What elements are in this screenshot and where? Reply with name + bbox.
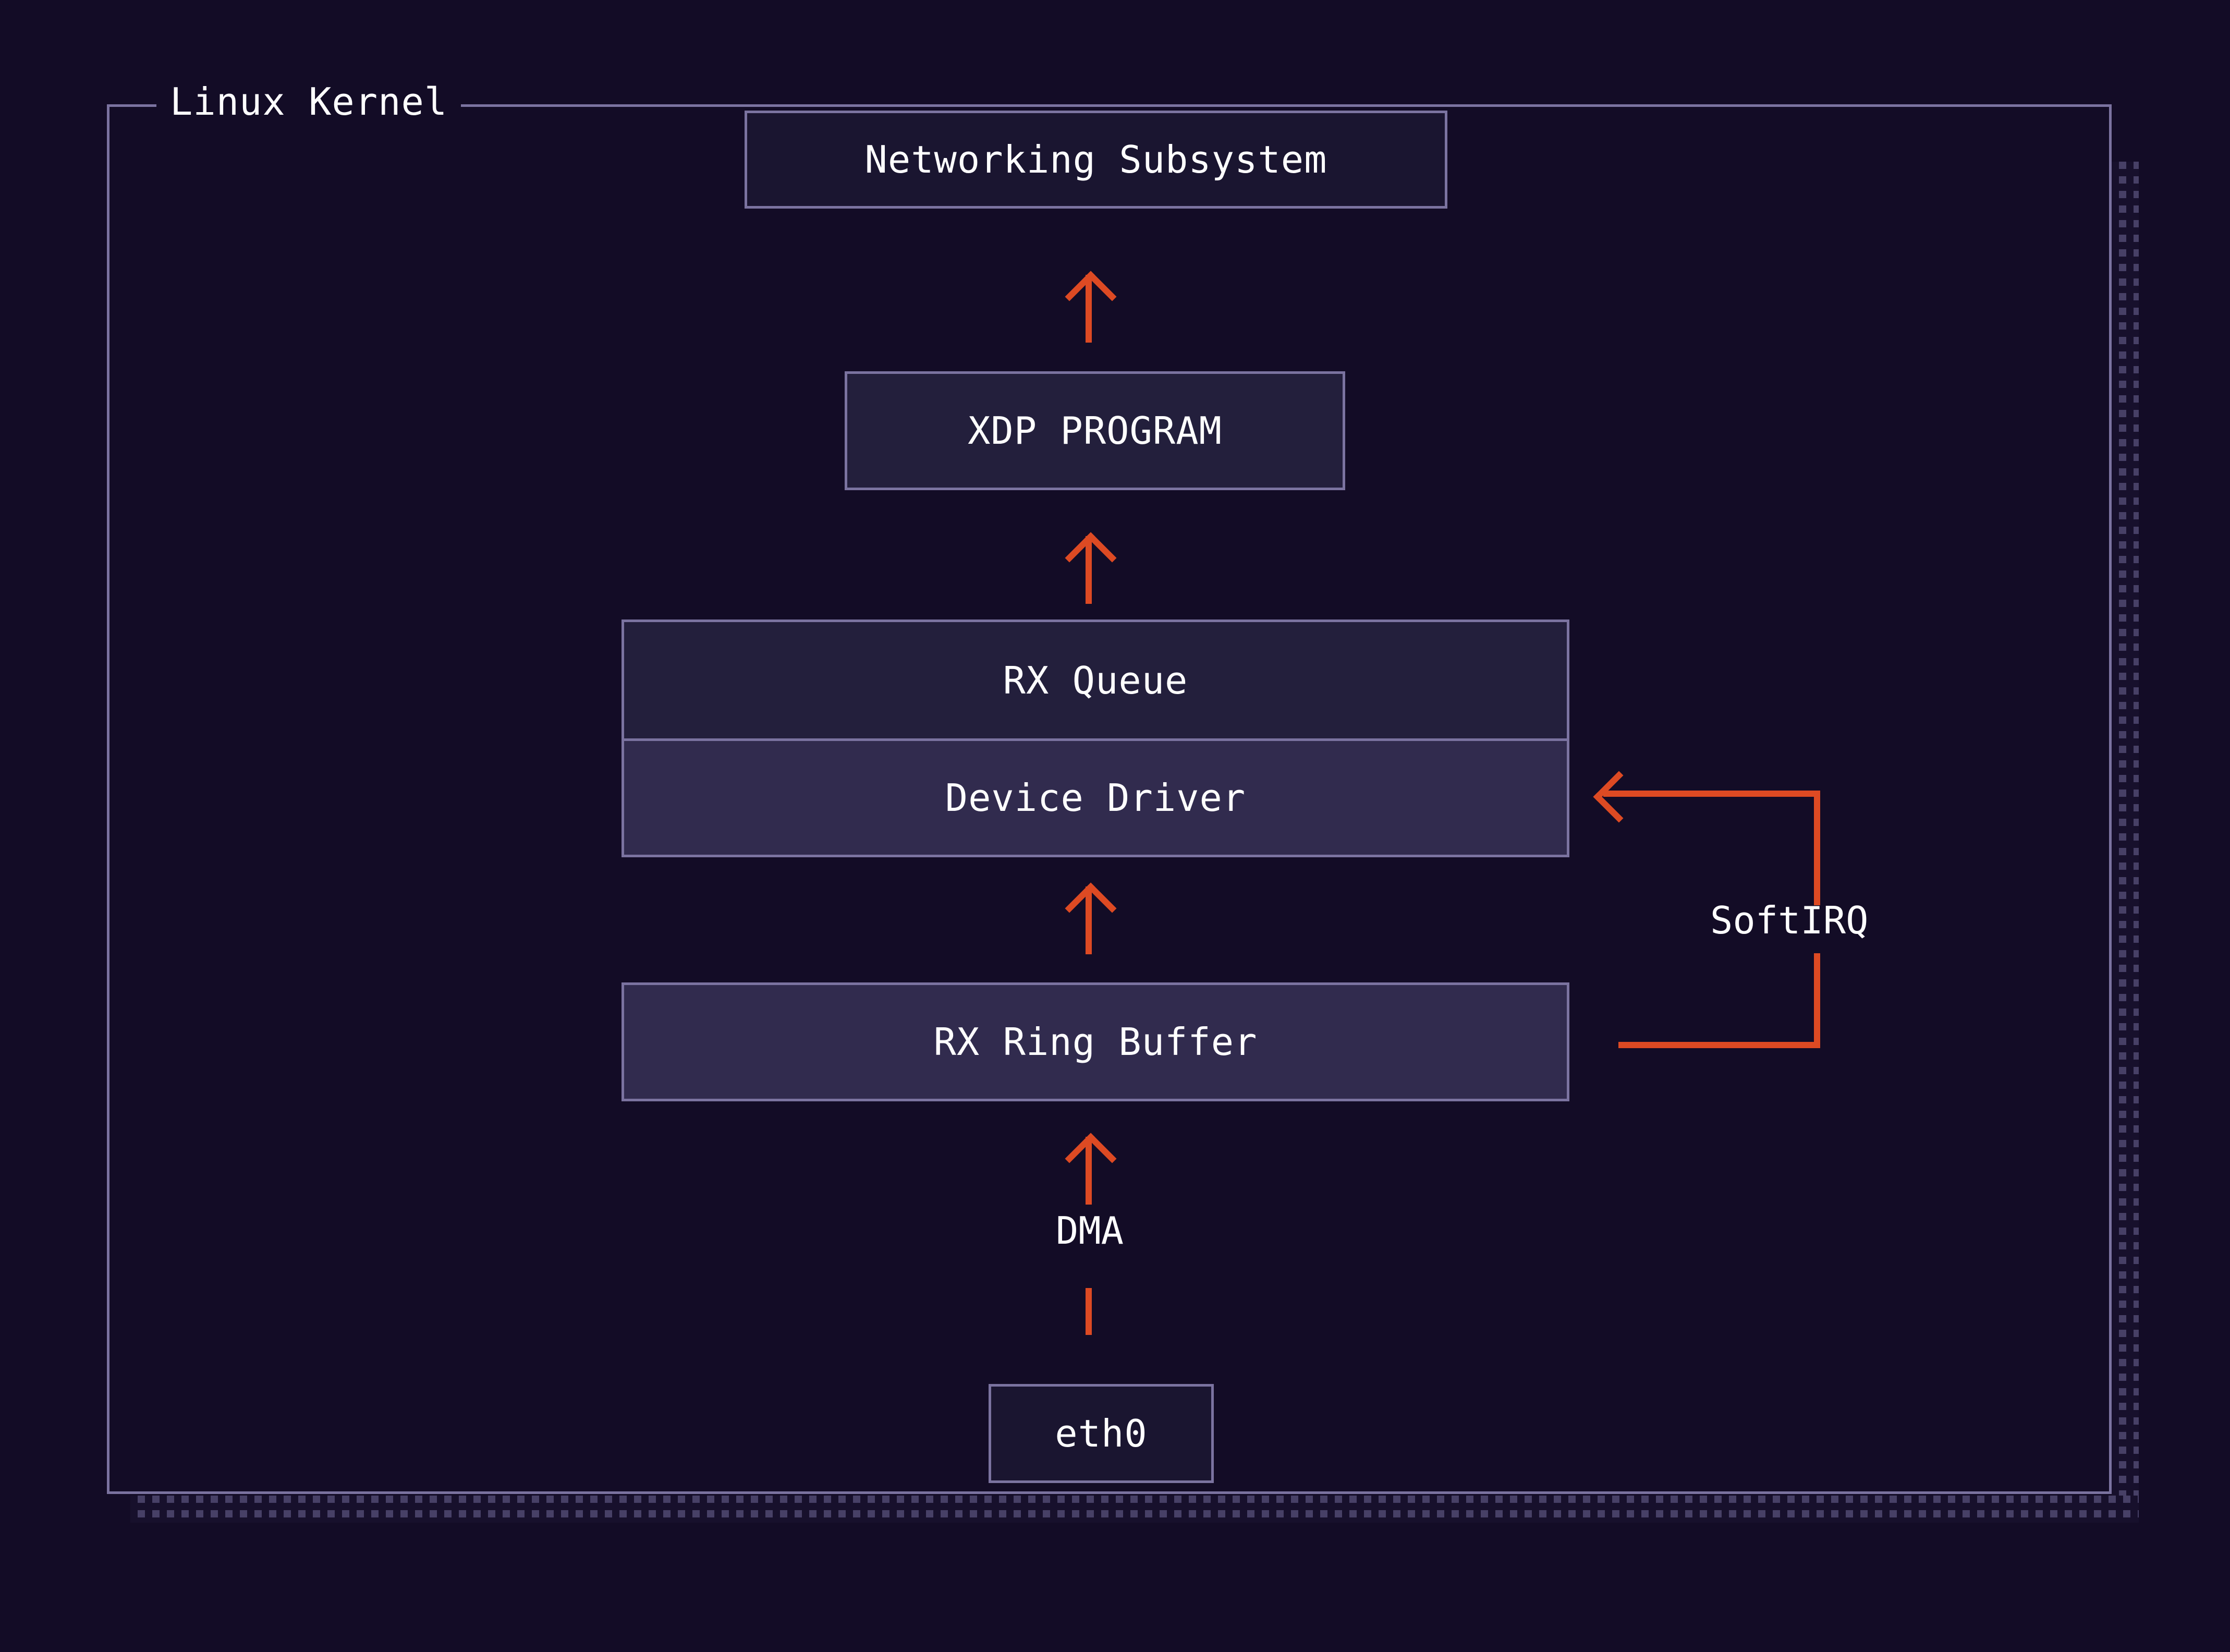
node-rx-ring-buffer[interactable]: RX Ring Buffer (622, 982, 1569, 1101)
softirq-edge-top-segment (1603, 791, 1820, 797)
softirq-edge-lower-vertical (1814, 953, 1820, 1048)
arrow-dma-shaft (1086, 1137, 1092, 1205)
softirq-edge-bottom-segment (1618, 1042, 1820, 1048)
arrow-rxqueue-to-xdp-shaft (1086, 536, 1092, 604)
dma-edge-label: DMA (1055, 1209, 1124, 1253)
kernel-shadow-bottom (130, 1496, 2139, 1523)
node-rx-ring-buffer-label: RX Ring Buffer (933, 1020, 1258, 1064)
node-networking-subsystem-label: Networking Subsystem (864, 138, 1327, 181)
node-xdp-program[interactable]: XDP PROGRAM (845, 371, 1345, 490)
node-eth0-label: eth0 (1055, 1412, 1148, 1455)
softirq-edge-label: SoftIRQ (1710, 898, 1869, 942)
node-device-driver-label: Device Driver (945, 776, 1246, 820)
node-rx-queue-label: RX Queue (1003, 658, 1188, 702)
node-xdp-program-label: XDP PROGRAM (968, 409, 1222, 453)
node-eth0[interactable]: eth0 (989, 1384, 1214, 1483)
node-device-driver[interactable]: Device Driver (622, 738, 1569, 857)
linux-kernel-label: Linux Kernel (156, 73, 461, 130)
kernel-shadow-right (2112, 162, 2139, 1523)
node-rx-queue[interactable]: RX Queue (622, 620, 1569, 738)
arrow-ringbuffer-to-driver-shaft (1086, 886, 1092, 954)
node-networking-subsystem[interactable]: Networking Subsystem (745, 111, 1447, 209)
arrow-xdp-to-networking-shaft (1086, 275, 1092, 343)
linux-kernel-frame (107, 104, 2112, 1494)
softirq-edge-upper-vertical (1814, 791, 1820, 905)
arrow-dma-stub (1086, 1288, 1092, 1335)
